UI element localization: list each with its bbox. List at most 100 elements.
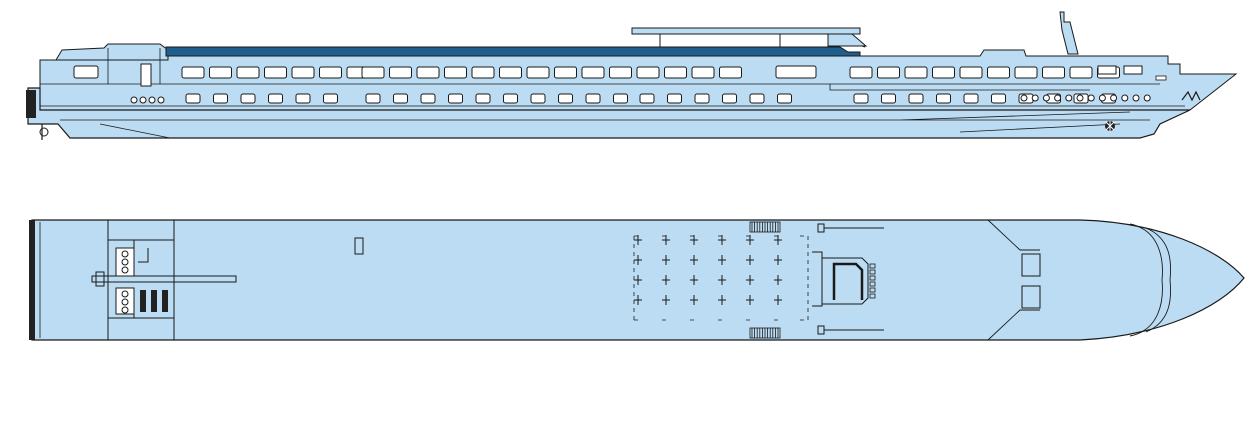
sun-lounger [662,255,670,265]
sun-lounger [662,235,670,245]
staircase-grating [749,327,781,339]
sundeck-canopy [631,27,861,35]
cabin-window [581,66,605,79]
cabin-window-lower [585,93,601,104]
cabin-window [719,66,742,79]
cabin-window [1042,66,1065,79]
vent-circle [121,298,129,306]
sun-lounger [690,235,698,245]
bow-lines [987,219,1171,341]
aft-bench-2 [151,290,157,312]
sun-lounger [774,235,782,245]
sun-lounger [634,275,642,285]
cabin-window-lower [936,93,951,104]
ship-side-profile-icon [26,11,1238,140]
aft-deck-house [107,219,175,341]
cabin-window-lower [448,93,463,104]
porthole [139,96,147,104]
gangway-boom [91,271,237,287]
cabin-window-lower [295,93,311,104]
aft-door [140,63,152,87]
porthole [148,96,156,104]
sun-lounger [690,275,698,285]
sun-lounger [634,295,642,305]
helm-seat [869,275,876,281]
cabin-window [361,66,385,79]
porthole [1054,94,1062,102]
cabin-window [691,66,715,79]
cabin-window-lower [722,93,737,104]
cabin-window-lower [613,93,628,104]
staircase-grating [749,221,781,233]
stern-fender [26,90,36,118]
cabin-window-lower [991,93,1006,104]
sun-lounger [662,275,670,285]
sun-lounger-grid [633,235,809,321]
cabin-window [291,66,315,79]
cabin-window [181,66,205,79]
bow-hatch-lower [1021,285,1041,309]
cabin-window [554,66,577,79]
porthole [1110,94,1118,102]
cabin-window-lower [777,93,792,104]
cabin-window [471,66,495,79]
vent-circle [121,250,129,258]
helm-seat [869,281,876,287]
porthole [1065,94,1073,102]
cabin-window [932,66,955,79]
cabin-window-lower [240,93,256,104]
cabin-window [389,66,412,79]
porthole [1042,94,1050,102]
cabin-window-lower [393,93,408,104]
aft-stair [107,48,161,84]
ship-deck-plan-icon [29,219,1245,341]
propeller-icon [39,127,49,137]
cabin-window [904,66,928,79]
porthole [1076,94,1084,102]
mast [1059,11,1079,55]
cabin-window-lower [558,93,573,104]
cabin-window [664,66,687,79]
cabin-window [636,66,660,79]
cabin-window [877,66,900,79]
ship-hull [27,87,1191,139]
sun-lounger [718,235,726,245]
cabin-window [236,66,260,79]
wheelhouse-seats [869,263,876,299]
cabin-window [444,66,467,79]
sun-lounger [690,295,698,305]
helm-seat [869,293,876,299]
cabin-window-lower [185,93,201,104]
cabin-window-lower [475,93,491,104]
porthole [130,96,138,104]
porthole [1132,94,1140,102]
lower-deck-windows [185,93,1116,104]
helm-seat [869,269,876,275]
cabin-window-lower [963,93,979,104]
cabin-window-lower [503,93,518,104]
vent-circle [121,258,129,266]
aft-bench-3 [162,290,168,312]
porthole [1143,94,1151,102]
sun-lounger [746,235,754,245]
cabin-window-lower [213,93,228,104]
cabin-window [499,66,522,79]
cabin-window-lower [853,93,869,104]
aft-bench-1 [140,290,146,312]
cabin-window-lower [694,93,710,104]
sun-lounger [746,255,754,265]
sun-lounger [634,235,642,245]
upper-deck-windows [181,65,1143,79]
porthole [1087,94,1095,102]
porthole [1121,94,1129,102]
bow-hatch-upper [1021,253,1041,277]
porthole [157,96,165,104]
cabin-window-lower [420,93,436,104]
vent-circle [121,306,129,314]
cabin-window [319,66,342,79]
sun-lounger [774,295,782,305]
mid-deck-hatch [354,237,364,255]
porthole [1031,94,1039,102]
sun-lounger [690,255,698,265]
